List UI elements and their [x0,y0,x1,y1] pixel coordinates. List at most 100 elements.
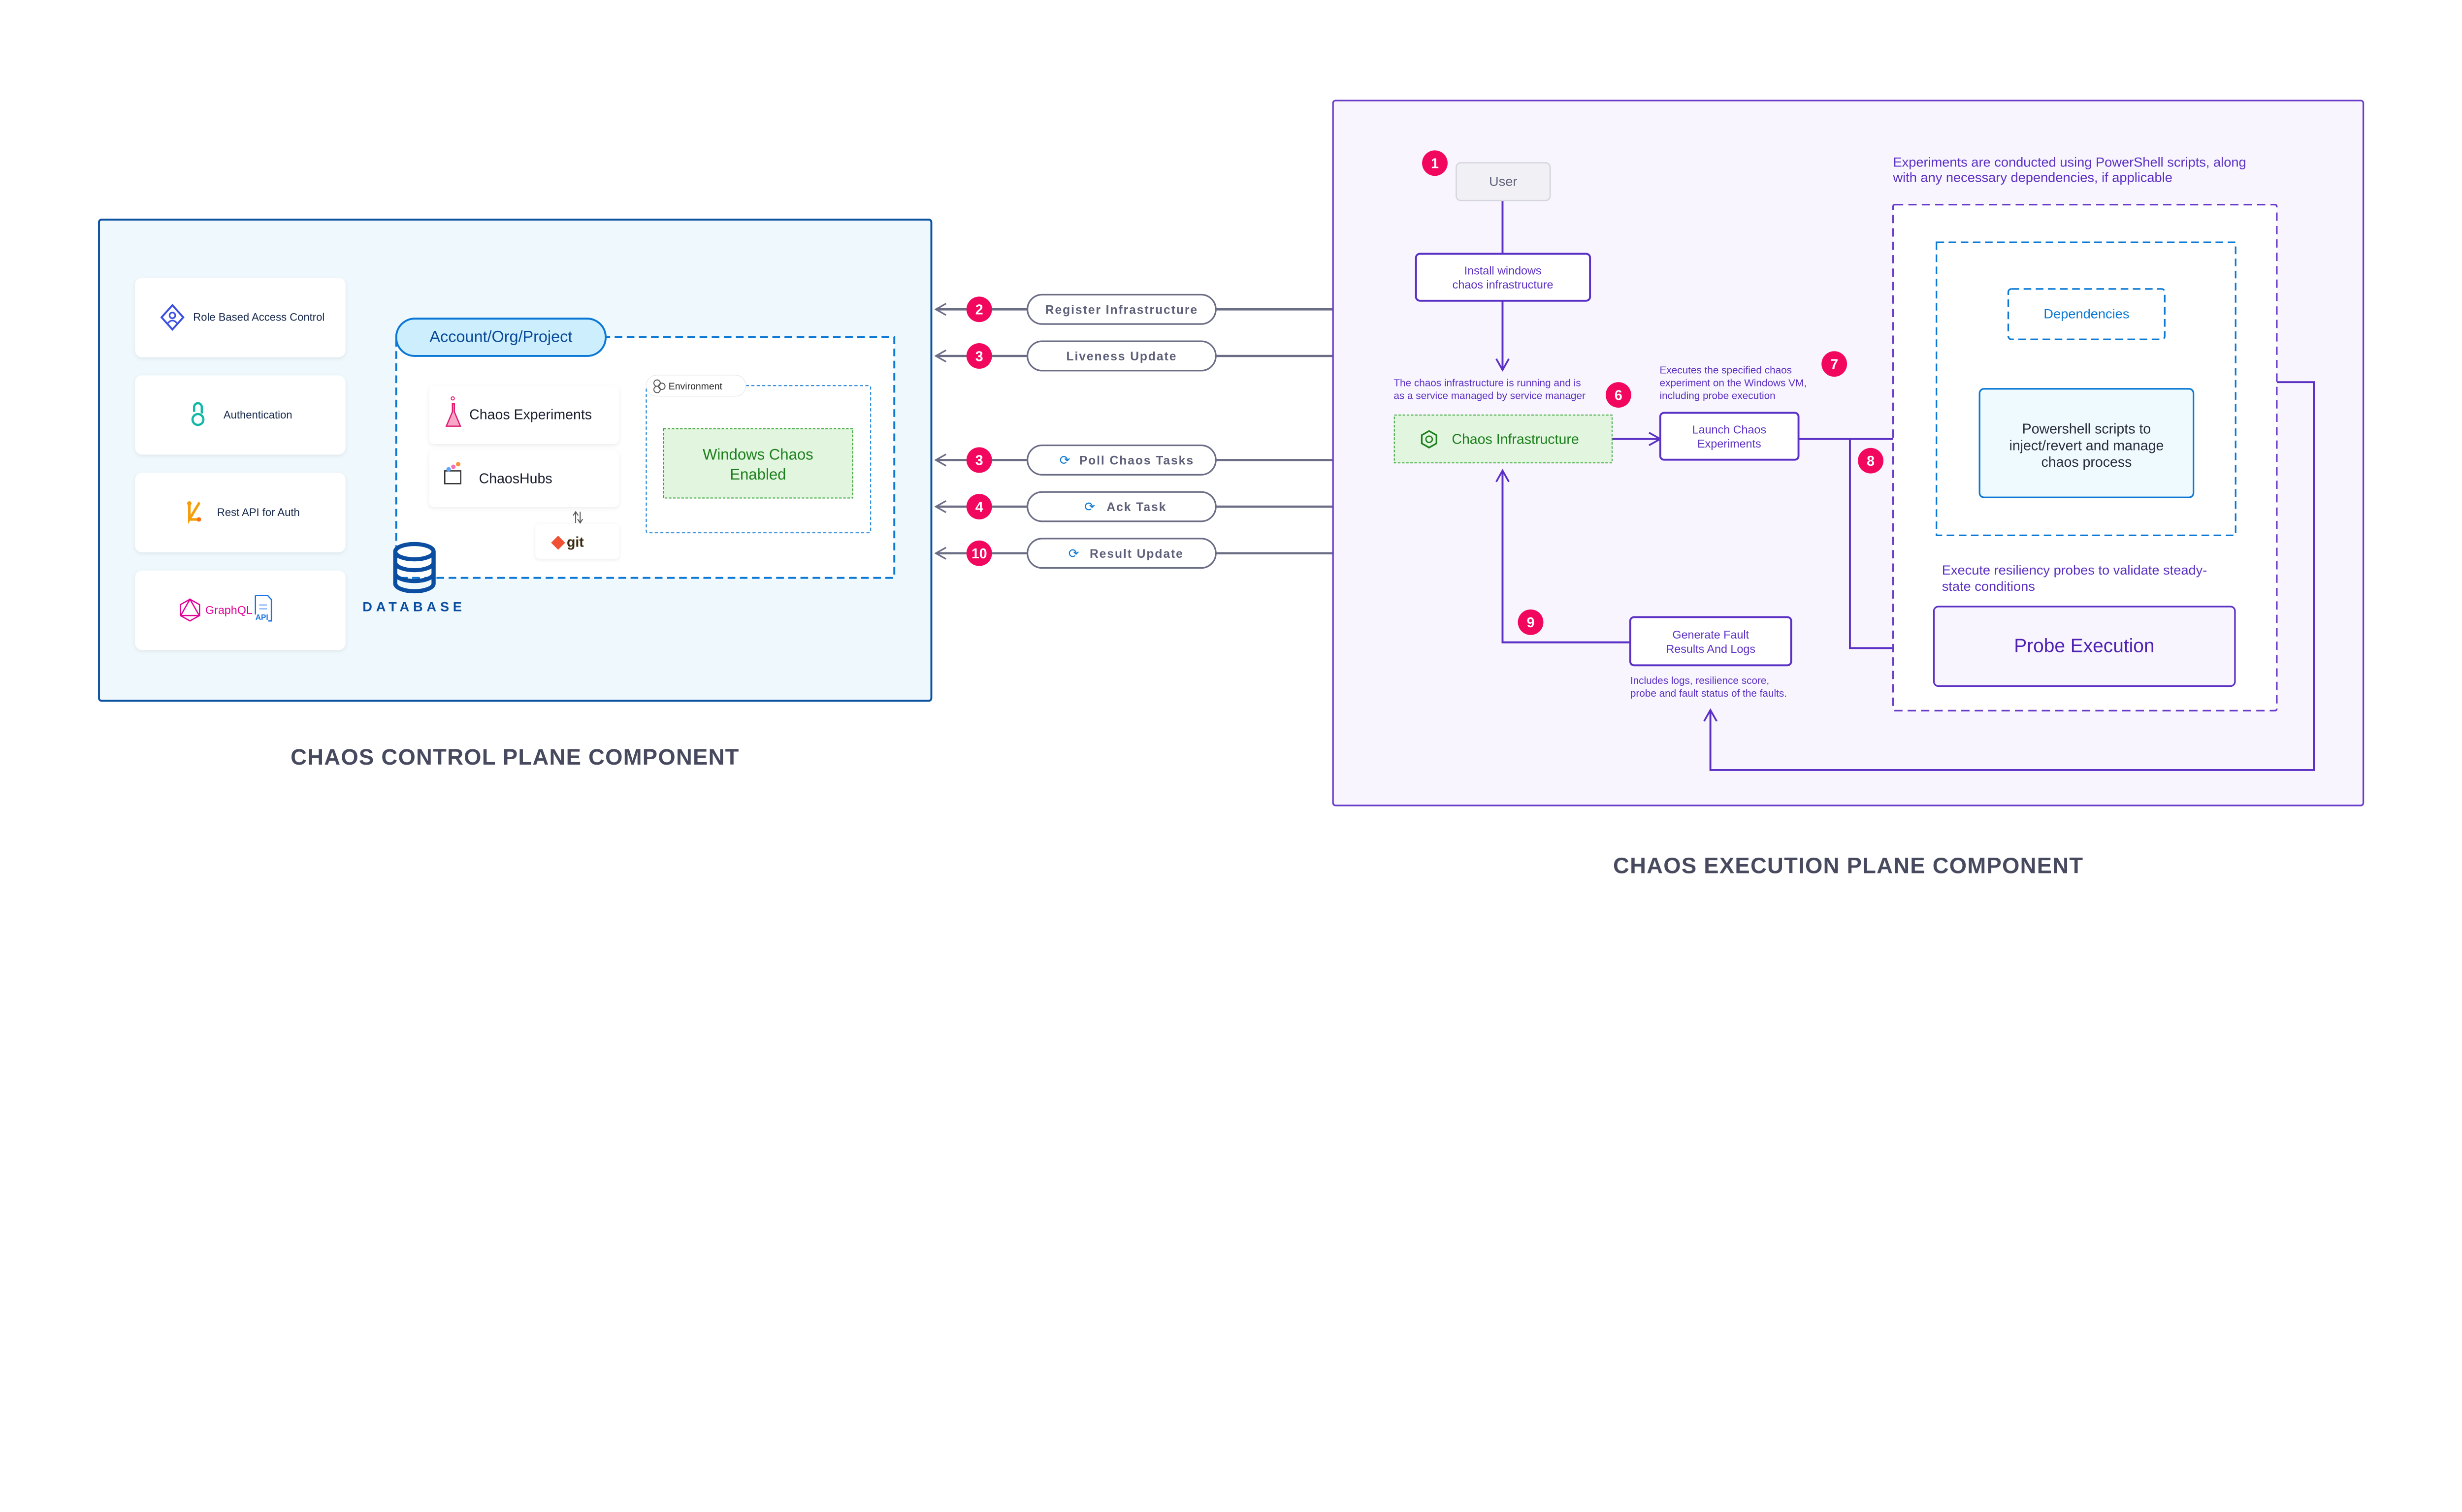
message-pill [1026,340,1217,372]
git-card[interactable]: git [535,524,619,559]
results-note: probe and fault status of the faults. [1630,688,1787,699]
step-badge [1605,382,1631,408]
powershell-box [1978,388,2195,498]
message-label: Liveness Update [1066,350,1177,363]
feature-label: Authentication [224,409,292,421]
feature-card-authentication: Authentication [135,375,346,455]
install-label-1: Install windows [1464,264,1542,277]
step-badge [966,296,992,322]
windows-chaos-label-1: Windows Chaos [703,446,813,463]
probe-execution-box [1933,606,2236,687]
chaos-experiments-card[interactable]: Chaos Experiments [429,386,619,444]
rest-api-icon [187,501,201,524]
environment-pill [646,375,746,397]
graphql-label: GraphQL [205,604,253,616]
feature-label: Rest API for Auth [217,506,300,518]
step-badge [1821,351,1847,377]
graphql-icon [179,598,200,622]
launch-label-1: Launch Chaos [1692,423,1766,436]
feature-card-graphql: GraphQL API [135,570,346,650]
message-label: Result Update [1090,547,1184,561]
chaoshubs-card[interactable]: ChaosHubs [429,450,619,507]
step-number: 4 [975,499,983,515]
database-icon [393,542,436,594]
launch-note: experiment on the Windows VM, [1659,378,1806,389]
infra-note: as a service managed by service manager [1393,390,1586,402]
powershell-label: Powershell scripts to [2022,421,2151,437]
message-row: 2 Register Infrastructure [936,293,1333,325]
message-row: 3 Liveness Update [936,340,1333,372]
powershell-label: chaos process [2041,454,2132,470]
message-row: 4 ⟳ Ack Task [936,491,1333,522]
execution-plane-title: CHAOS EXECUTION PLANE COMPONENT [1613,853,2083,878]
powershell-label: inject/revert and manage [2009,438,2164,453]
git-icon [551,536,565,550]
scope-pill [395,318,607,357]
user-node: User 1 [1422,150,1551,201]
probe-execution-label: Probe Execution [2014,636,2154,657]
feature-card-rbac: Role Based Access Control [135,278,346,357]
scope-label: Account/Org/Project [429,327,572,345]
api-label: API [256,613,268,622]
user-label: User [1489,173,1517,189]
sync-icon: ⟳ [1069,547,1079,561]
message-row: 10 ⟳ Result Update [936,538,1333,569]
rbac-icon [160,303,185,331]
sync-icon: ⟳ [1084,500,1095,514]
windows-chaos-label-2: Enabled [730,466,786,483]
results-note: Includes logs, resilience score, [1630,675,1769,686]
message-label: Ack Task [1106,501,1166,514]
api-doc-icon [255,595,272,622]
launch-note: including probe execution [1659,390,1775,402]
step-badge [966,494,992,519]
step-number: 1 [1431,156,1439,172]
message-pill [1026,491,1217,522]
message-label: Register Infrastructure [1045,303,1198,317]
feature-label: Role Based Access Control [193,311,324,323]
feature-card-rest-api: Rest API for Auth [135,473,346,552]
chaos-infrastructure-node: Chaos Infrastructure [1393,414,1613,464]
step-badge [1422,150,1448,176]
step-number: 7 [1830,357,1838,373]
launch-note: Executes the specified chaos [1659,365,1792,376]
message-pill [1026,444,1217,476]
install-node: Install windows chaos infrastructure [1415,253,1591,302]
step-badge [966,540,992,566]
results-label-2: Results And Logs [1666,643,1755,655]
step-number: 3 [975,453,983,469]
probe-note: Execute resiliency probes to validate st… [1942,562,2207,578]
step-badge [966,343,992,369]
database-label: DATABASE [362,599,465,614]
step-badge [966,447,992,473]
infra-label: Chaos Infrastructure [1452,431,1579,447]
results-label-1: Generate Fault [1672,628,1749,641]
sync-arrows-icon [573,511,583,524]
install-label-2: chaos infrastructure [1453,278,1554,291]
results-node: Generate Fault Results And Logs [1629,616,1792,667]
infra-note: The chaos infrastructure is running and … [1393,378,1581,389]
chaoshubs-label: ChaosHubs [479,471,552,487]
step-number: 2 [975,302,983,318]
step-badge [1518,609,1544,635]
open-access-lock-icon [191,402,205,426]
step-number: 9 [1527,615,1535,631]
control-plane-title: CHAOS CONTROL PLANE COMPONENT [291,744,740,770]
step-number: 3 [975,349,983,364]
scripts-note: with any necessary dependencies, if appl… [1892,170,2172,185]
dependencies-box [2007,288,2166,340]
dependencies-label: Dependencies [2043,306,2129,321]
launch-node: Launch Chaos Experiments [1659,412,1800,461]
probe-note: state conditions [1942,579,2035,594]
infra-hexagon-icon [1421,430,1437,449]
scripts-note: Experiments are conducted using PowerShe… [1893,154,2246,169]
launch-label-2: Experiments [1697,437,1761,450]
environment-icon [653,379,666,393]
step-number: 6 [1615,387,1622,403]
sync-icon: ⟳ [1060,453,1070,467]
control-plane-panel: Role Based Access Control Authentication… [98,219,933,702]
chaoshub-icon [444,462,461,484]
windows-chaos-box [663,428,853,499]
chaos-experiments-label: Chaos Experiments [469,407,592,422]
flask-icon [445,396,461,427]
message-row: 3 ⟳ Poll Chaos Tasks [936,444,1333,476]
